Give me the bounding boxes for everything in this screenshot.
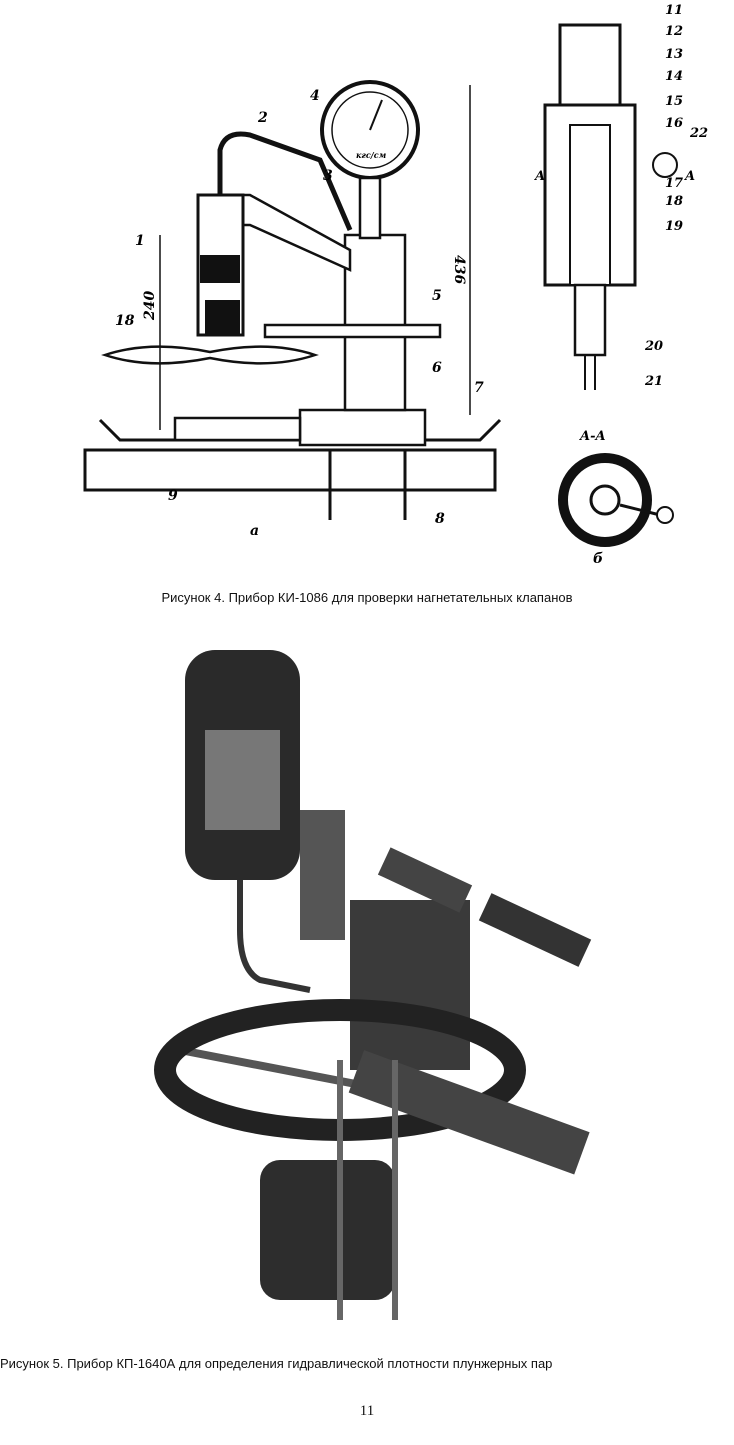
dimension-436: 436	[451, 255, 467, 284]
gauge-unit: кгс/см	[356, 150, 387, 160]
callout-16: 16	[665, 116, 683, 131]
callout-21: 21	[644, 374, 663, 389]
callout-18-lever: 18	[115, 313, 135, 329]
callout-1: 1	[135, 233, 145, 249]
callout-22: 22	[689, 126, 708, 141]
sub-label-b: б	[593, 551, 603, 567]
callout-4: 4	[310, 88, 320, 104]
callout-15: 15	[665, 94, 683, 109]
section-mark-left: A	[533, 169, 545, 184]
callout-3: 3	[323, 168, 333, 184]
callout-20: 20	[644, 339, 663, 354]
section-mark-right: A	[683, 169, 695, 184]
callout-19: 19	[665, 219, 683, 234]
callout-2: 2	[257, 110, 268, 126]
callout-18: 18	[665, 194, 683, 209]
callout-12: 12	[665, 24, 683, 39]
callout-9: 9	[168, 488, 178, 504]
callout-13: 13	[665, 47, 683, 62]
figure-4-caption: Рисунок 4. Прибор КИ-1086 для проверки н…	[161, 590, 573, 605]
page-number: 11	[359, 1403, 375, 1419]
section-title: A-A	[578, 429, 606, 444]
sub-label-a: а	[250, 523, 259, 539]
callout-5: 5	[432, 288, 442, 304]
dimension-240: 240	[142, 291, 158, 321]
callout-11: 11	[665, 3, 683, 18]
callout-7: 7	[474, 380, 484, 396]
figure-4-drawing: 1 2 3 4 5 6 7 8 9 18 240 436 кгс/см 11 1…	[83, 3, 708, 567]
callout-17: 17	[665, 176, 683, 191]
callout-6: 6	[432, 360, 442, 376]
callout-14: 14	[665, 69, 683, 84]
figure-5-caption: Рисунок 5. Прибор КП-1640А для определен…	[0, 1356, 553, 1371]
callout-8: 8	[435, 511, 445, 527]
figure-5-photo	[154, 650, 592, 1320]
